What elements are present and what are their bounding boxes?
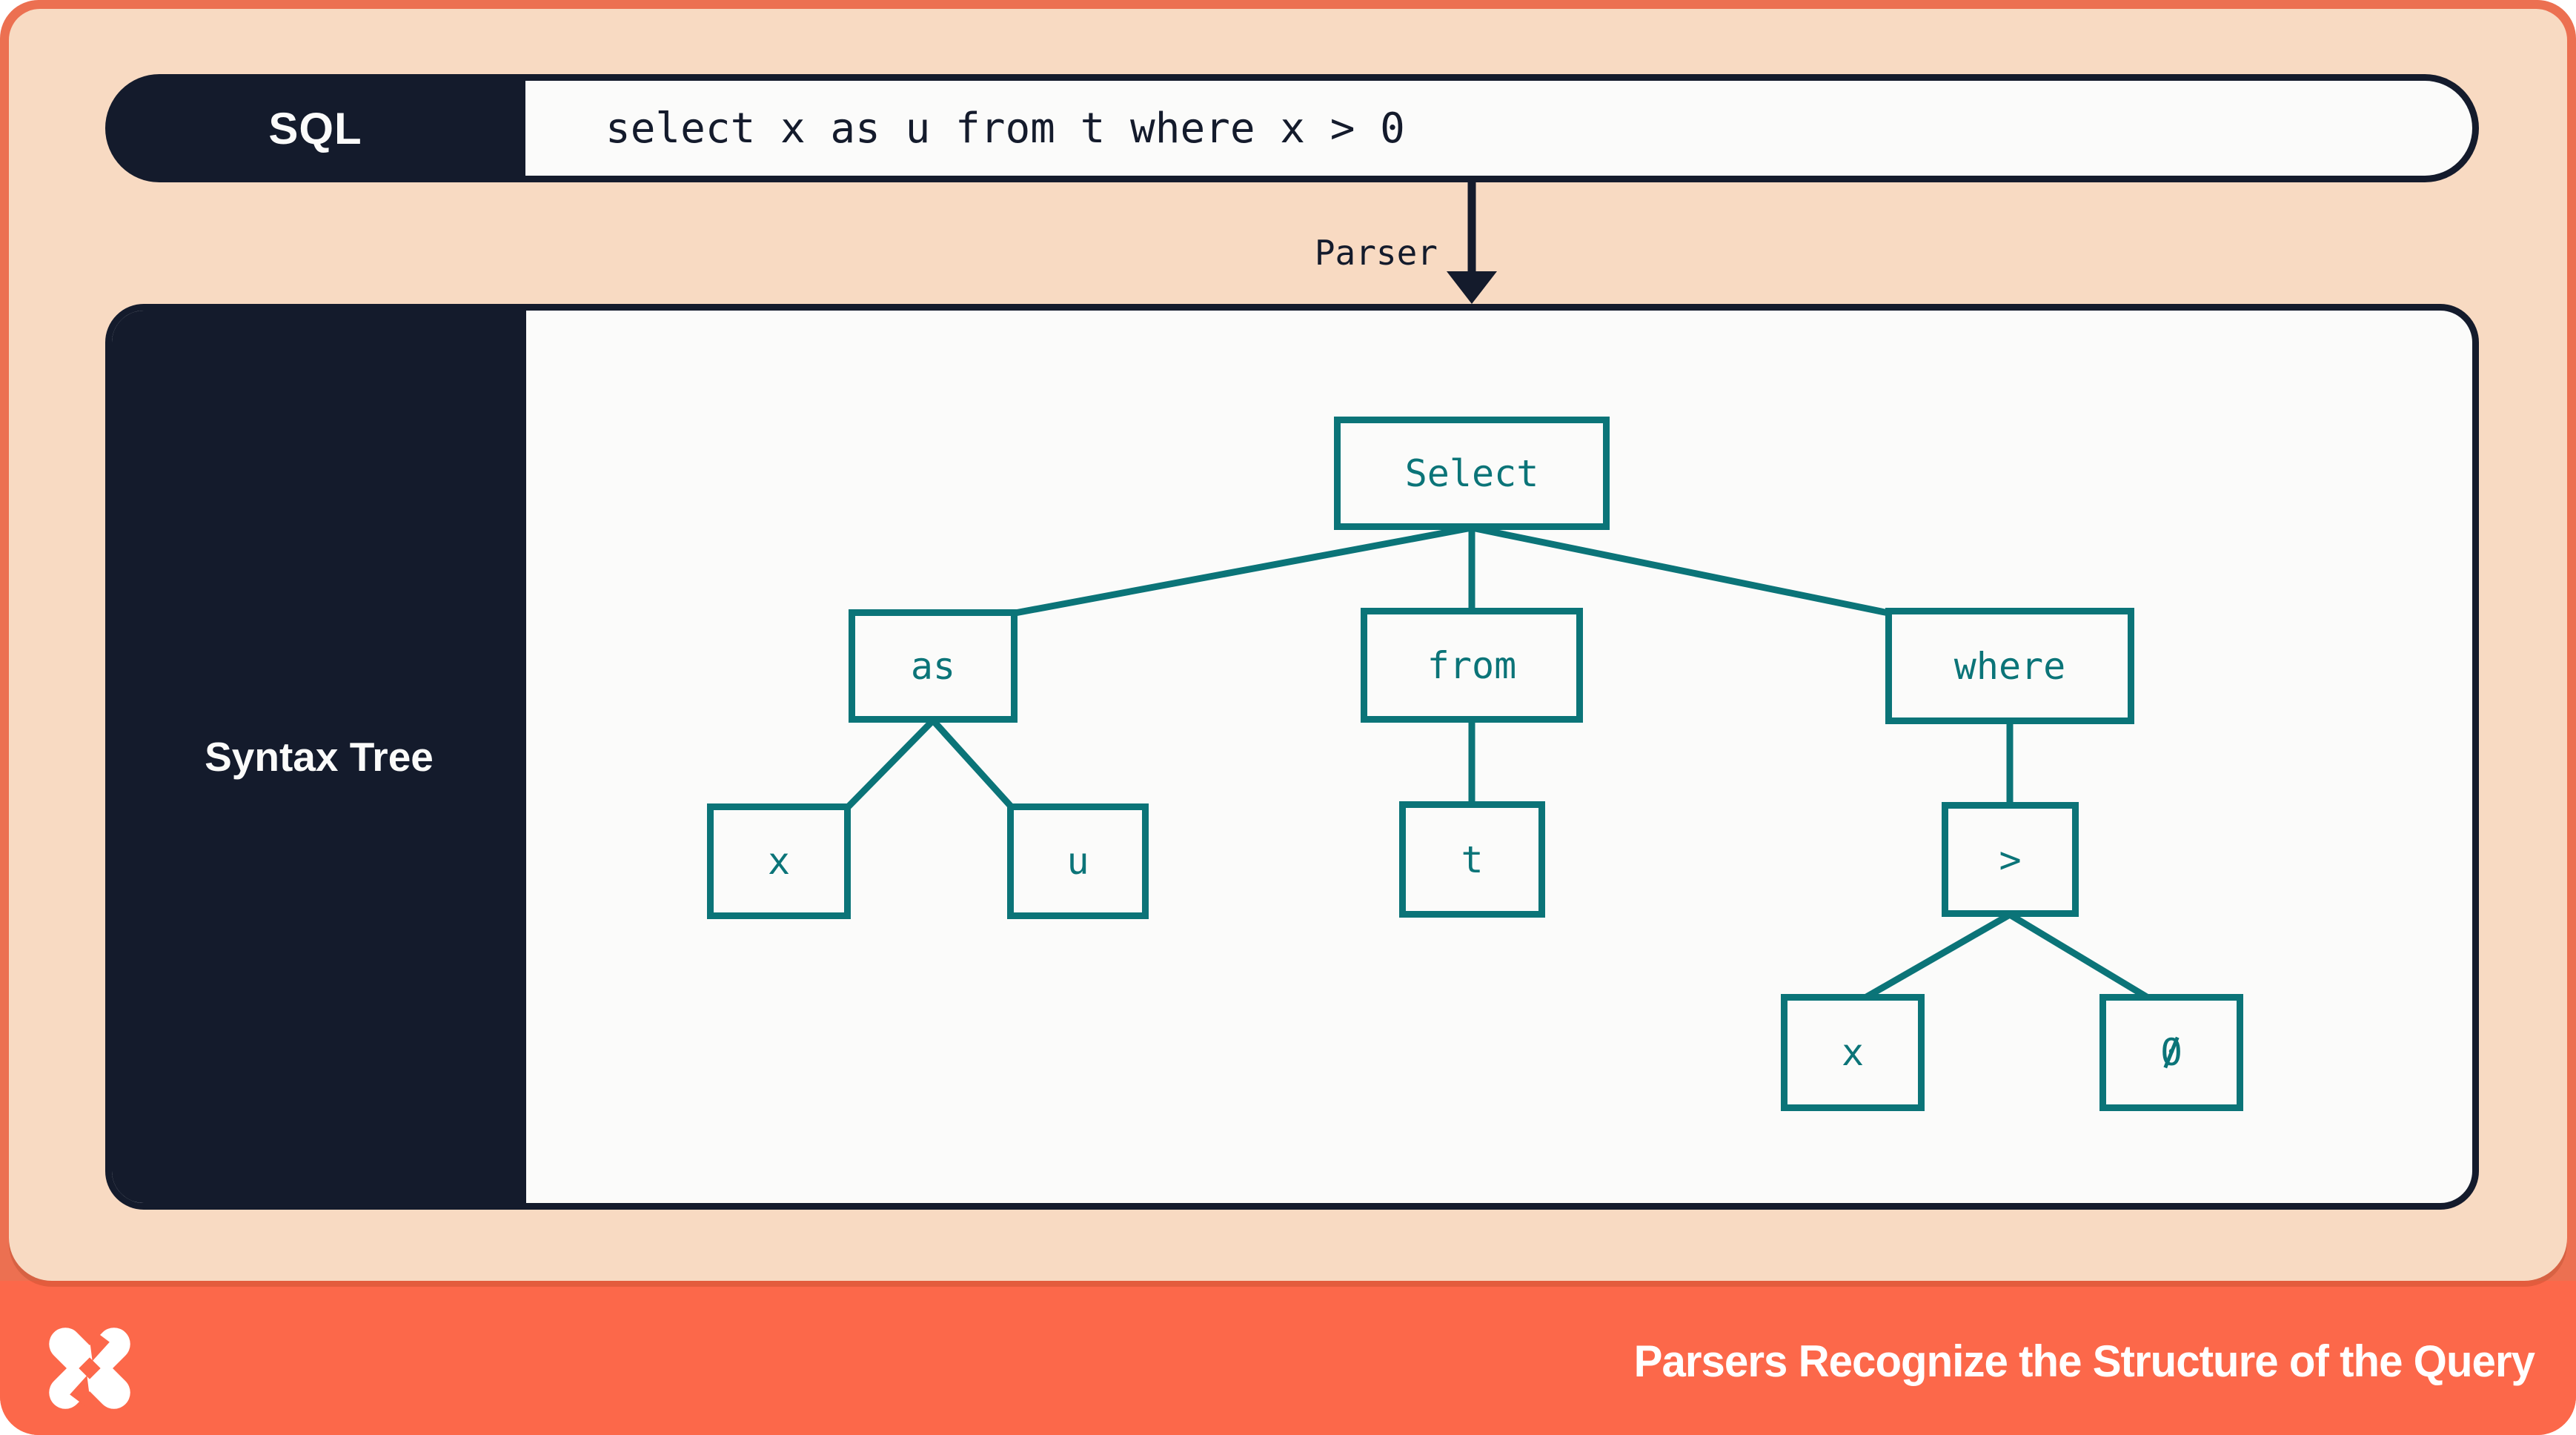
syntax-tree-side-panel: Syntax Tree: [112, 311, 526, 1203]
dolt-x-logo-icon: [49, 1325, 130, 1411]
tree-node-as: as: [849, 609, 1018, 723]
parser-label: Parser: [1314, 233, 1438, 273]
tree-node-x-right: x: [1781, 994, 1925, 1111]
syntax-tree-panel: Syntax Tree: [105, 304, 2479, 1210]
sql-query-text: select x as u from t where x > 0: [605, 104, 1405, 153]
tree-node-t: t: [1399, 801, 1545, 918]
sql-label: SQL: [268, 103, 362, 153]
tree-node-from: from: [1361, 608, 1583, 723]
footer-title: Parsers Recognize the Structure of the Q…: [1633, 1336, 2535, 1386]
sql-query-field: select x as u from t where x > 0: [525, 81, 2472, 176]
sql-bar: SQL select x as u from t where x > 0: [105, 74, 2479, 182]
footer-bar: [0, 1281, 2576, 1435]
syntax-tree-label: Syntax Tree: [205, 734, 434, 780]
tree-node-u: u: [1007, 803, 1149, 919]
tree-node-greater-than: >: [1942, 802, 2079, 917]
tree-node-select: Select: [1334, 417, 1610, 530]
tree-node-x-left: x: [707, 803, 851, 919]
tree-node-zero: 0: [2099, 994, 2243, 1111]
tree-node-where: where: [1885, 608, 2134, 724]
